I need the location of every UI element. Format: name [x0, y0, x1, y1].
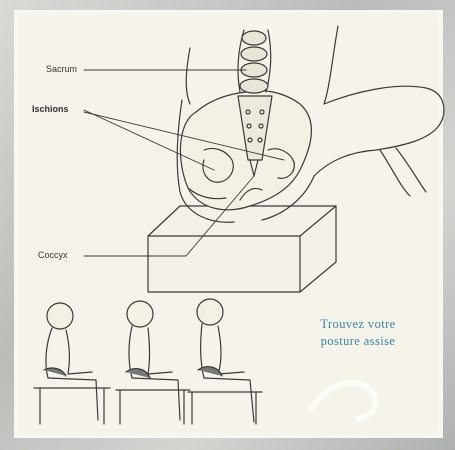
watermark	[310, 383, 376, 418]
label-ischions: Ischions	[32, 104, 69, 114]
caption-line-1: Trouvez votre	[288, 316, 428, 333]
label-coccyx: Coccyx	[38, 250, 68, 260]
seated-figure-1	[34, 303, 110, 424]
caption-line-2: posture assise	[288, 333, 428, 350]
caption: Trouvez votre posture assise	[288, 316, 428, 350]
seated-figure-2	[116, 301, 190, 424]
seat-box	[148, 206, 336, 292]
seated-figure-3	[188, 299, 262, 424]
label-sacrum: Sacrum	[46, 64, 77, 74]
